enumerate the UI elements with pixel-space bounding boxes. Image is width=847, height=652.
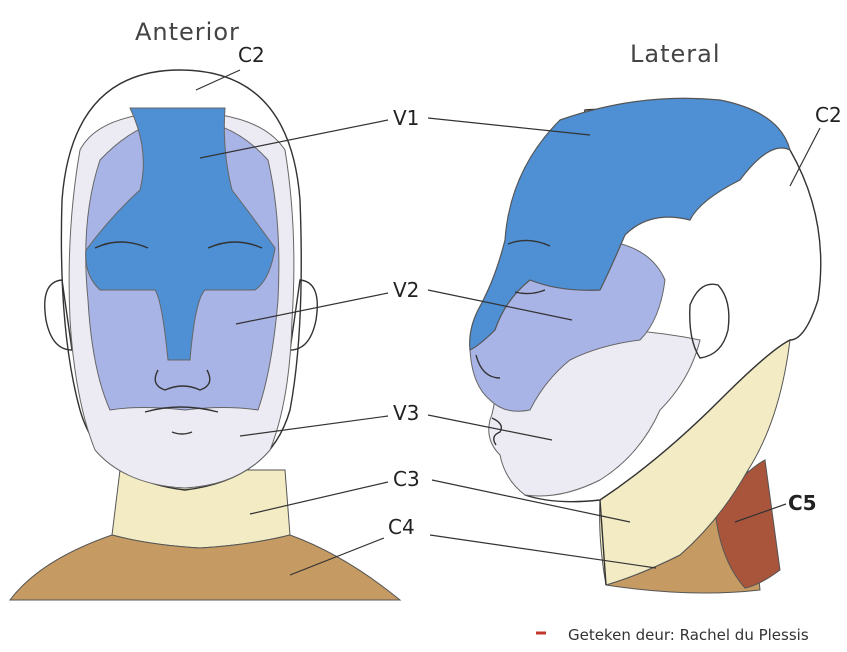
anterior-view (10, 70, 400, 600)
label-c2-anterior: C2 (238, 43, 265, 67)
label-c4: C4 (388, 515, 415, 539)
label-c3: C3 (393, 467, 420, 491)
lateral-view (470, 98, 821, 593)
lateral-title: Lateral (630, 40, 721, 68)
label-c2-lateral: C2 (815, 103, 842, 127)
credit-text: Geteken deur: Rachel du Plessis (568, 626, 809, 644)
label-c5: C5 (788, 491, 817, 515)
anterior-title: Anterior (135, 18, 240, 46)
label-v3: V3 (393, 401, 419, 425)
anterior-right-ear (290, 280, 317, 350)
label-v2: V2 (393, 278, 419, 302)
label-v1: V1 (393, 106, 419, 130)
anterior-left-ear (45, 280, 72, 350)
